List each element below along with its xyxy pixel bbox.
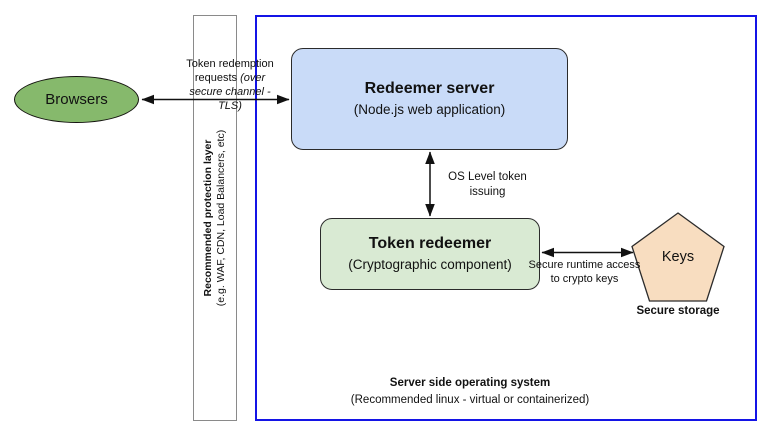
edge-label-italic: (over secure channel - TLS) (189, 72, 271, 113)
node-token-redeemer-subtitle: (Cryptographic component) (348, 256, 512, 272)
edge-label-line1: Token (186, 58, 216, 70)
edge-label-line3: requests (194, 72, 241, 85)
edge-label-token-redemption: Token redemption requests (over secure c… (178, 57, 282, 113)
node-token-redeemer[interactable]: Token redeemer (Cryptographic component) (320, 218, 540, 290)
os-boundary-container (255, 15, 757, 421)
node-redeemer-server[interactable]: Redeemer server (Node.js web application… (291, 48, 568, 150)
node-redeemer-server-title: Redeemer server (364, 79, 495, 97)
protection-layer-container: Recommended protection layer (e.g. WAF, … (193, 15, 237, 421)
os-caption-subtitle: (Recommended linux - virtual or containe… (350, 393, 590, 406)
os-caption-title: Server side operating system (389, 377, 551, 389)
protection-layer-subtitle: (e.g. WAF, CDN, Load Balancers, etc) (215, 129, 227, 307)
node-keys-label: Keys (661, 249, 695, 265)
pentagon-icon (631, 212, 725, 302)
edge-label-secure-runtime-access: Secure runtime access to crypto keys (528, 259, 641, 286)
node-redeemer-server-subtitle: (Node.js web application) (353, 101, 506, 117)
os-boundary-caption: Server side operating system (Recommende… (300, 375, 640, 408)
node-browsers[interactable]: Browsers (14, 76, 139, 123)
edge-label-line2: redemption (218, 58, 274, 70)
node-keys[interactable]: Keys (630, 211, 726, 303)
node-browsers-label: Browsers (45, 91, 108, 108)
secure-storage-caption: Secure storage (636, 305, 720, 317)
protection-layer-label: Recommended protection layer (e.g. WAF, … (202, 130, 228, 306)
edge-label-os-level-token-issuing: OS Level token issuing (448, 171, 527, 198)
protection-layer-title: Recommended protection layer (201, 139, 214, 297)
node-token-redeemer-title: Token redeemer (368, 234, 492, 252)
